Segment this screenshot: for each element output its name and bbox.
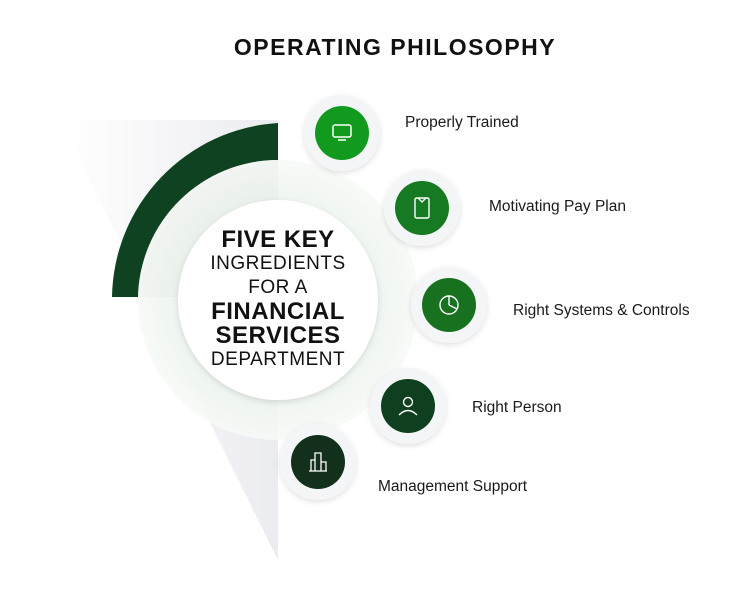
center-line-6: DEPARTMENT	[210, 349, 346, 370]
center-line-5: SERVICES	[215, 322, 341, 349]
item-label-properly-trained: Properly Trained	[405, 114, 519, 131]
buildings-icon	[309, 452, 327, 472]
person-icon	[398, 396, 418, 416]
center-circle	[178, 200, 378, 400]
center-line-1: FIVE KEY	[221, 226, 335, 253]
bubble-circle	[315, 106, 369, 160]
item-bubble	[384, 170, 460, 246]
center-line-3: FOR A	[248, 277, 308, 298]
item-bubble	[280, 424, 356, 500]
monitor-icon	[332, 124, 352, 141]
item-label-right-person: Right Person	[472, 399, 562, 416]
item-bubble	[304, 95, 380, 171]
item-label-right-systems: Right Systems & Controls	[513, 302, 690, 319]
center-line-4: FINANCIAL	[211, 298, 345, 325]
center-heading: FIVE KEY INGREDIENTS FOR A FINANCIAL SER…	[188, 228, 368, 372]
bubble-circle	[395, 181, 449, 235]
tablet-icon	[414, 197, 430, 219]
pie-chart-icon	[439, 295, 459, 315]
center-line-2: INGREDIENTS	[210, 253, 346, 274]
bubble-circle	[291, 435, 345, 489]
item-label-motivating-pay-plan: Motivating Pay Plan	[489, 198, 626, 215]
item-label-management-support: Management Support	[378, 478, 528, 495]
page-title: OPERATING PHILOSOPHY	[233, 34, 557, 60]
item-bubble	[370, 368, 446, 444]
item-bubble	[411, 267, 487, 343]
